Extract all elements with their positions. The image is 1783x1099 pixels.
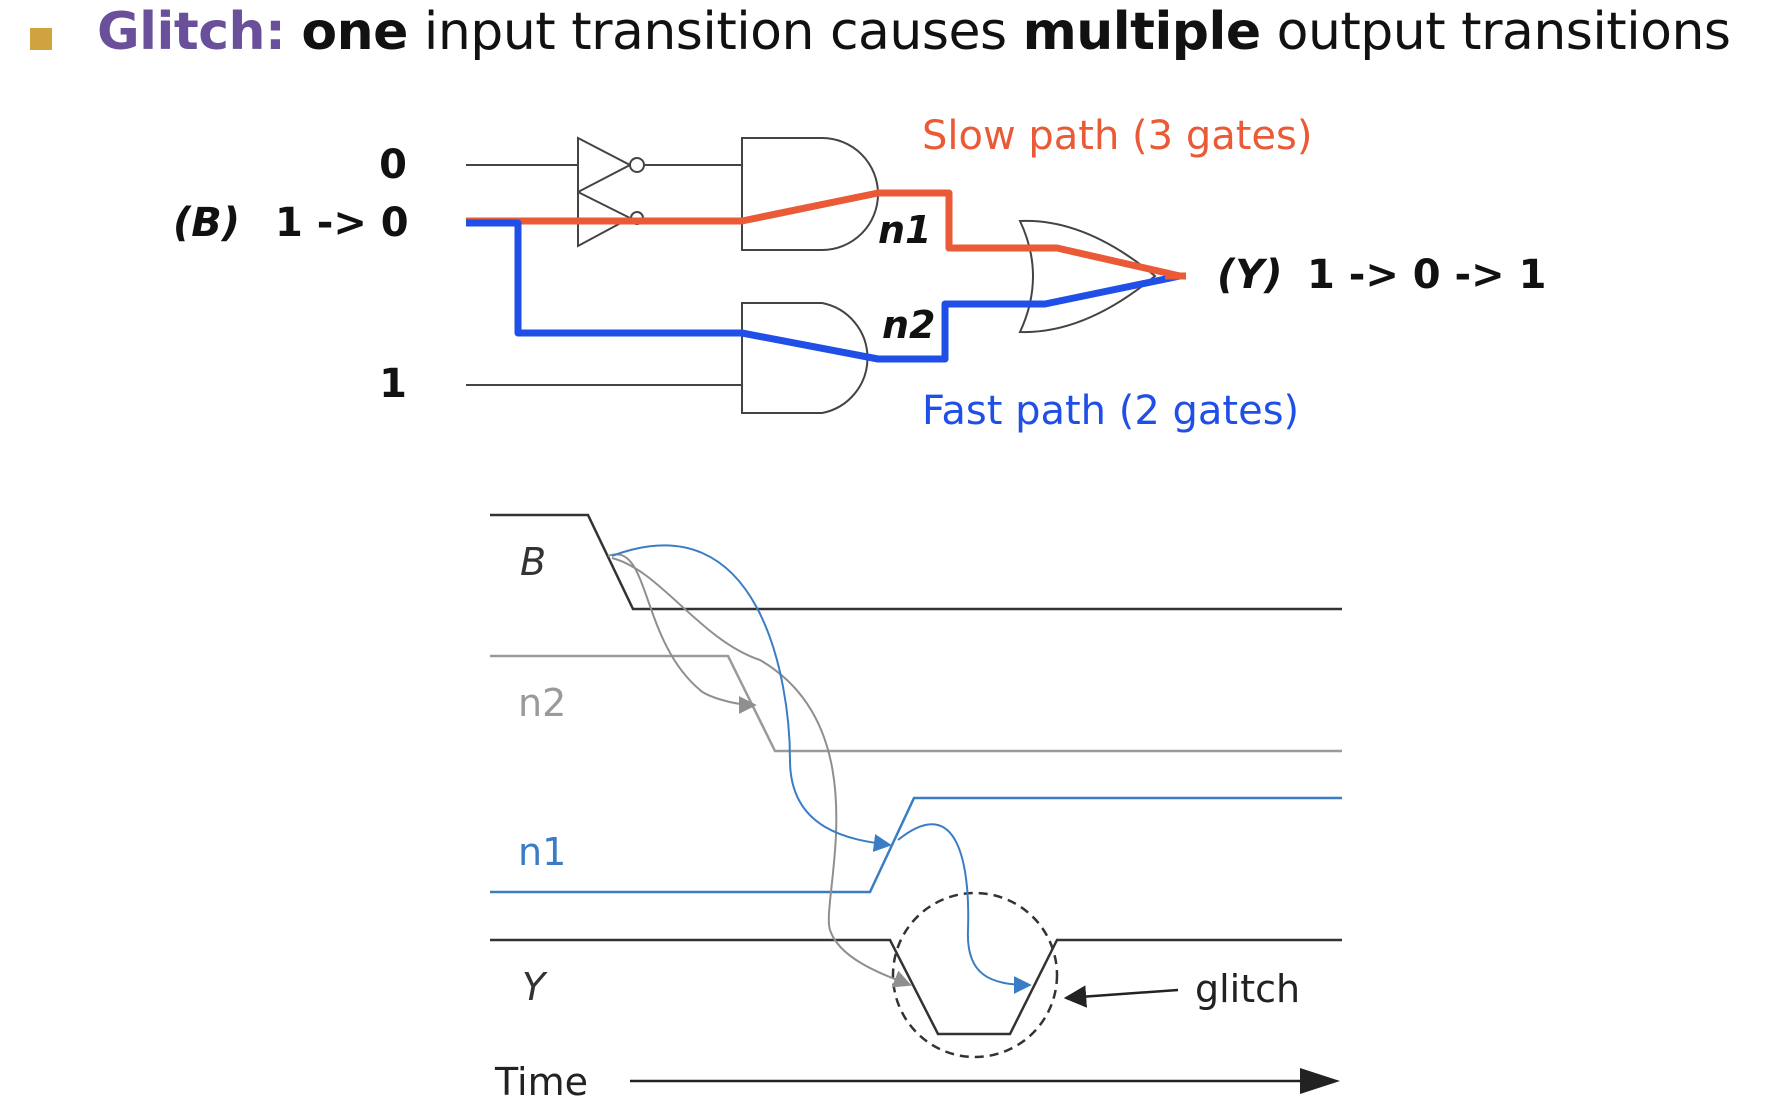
waveform-n2 [490, 654, 1342, 753]
signal-label-n1: n1 [518, 830, 566, 874]
fast-path-label: Fast path (2 gates) [922, 388, 1299, 434]
arrow-n2-to-y [611, 557, 912, 988]
title-emphasis-one: one [301, 2, 408, 62]
title-text-1: input transition causes [407, 2, 1023, 62]
signal-label-y: Y [522, 965, 548, 1009]
circuit-wires [466, 164, 742, 386]
bullet-icon [30, 28, 52, 50]
node-n2-label: n2 [882, 303, 936, 347]
glitch-label: glitch [1195, 967, 1300, 1011]
slide-title: Glitch: one input transition causes mult… [97, 0, 1731, 64]
and-gate-2 [741, 302, 869, 414]
arrow-b-to-n2 [607, 553, 757, 714]
time-label: Time [494, 1060, 588, 1099]
arrow-n1-to-y [897, 823, 1032, 994]
glitch-circle [891, 891, 1059, 1059]
and-gate-1 [741, 137, 879, 251]
input-bottom-value: 1 [379, 361, 407, 407]
input-top-value: 0 [379, 142, 407, 188]
slow-path-wire [466, 189, 1181, 280]
input-b-transition: 1 -> 0 [275, 200, 409, 246]
signal-label-b: B [520, 540, 546, 584]
arrow-b-to-n1 [611, 544, 892, 852]
not-gate [577, 136, 645, 248]
slow-path-label: Slow path (3 gates) [922, 113, 1312, 159]
signal-label-n2: n2 [518, 681, 566, 725]
timing-diagram: B n2 n1 Y glitch Time [490, 513, 1342, 1099]
node-n1-label: n1 [878, 208, 932, 252]
waveform-b [490, 513, 1342, 611]
circuit-diagram: 0 (B) 1 -> 0 1 n1 n2 (Y) 1 -> 0 -> 1 Slo… [173, 113, 1547, 434]
output-y-transition: 1 -> 0 -> 1 [1307, 252, 1546, 298]
title-keyword: Glitch: [97, 2, 286, 62]
title-emphasis-multiple: multiple [1022, 2, 1262, 62]
fast-path-wire [466, 219, 1181, 363]
glitch-pointer-arrow [1063, 985, 1179, 1008]
input-b-name: (B) [173, 200, 240, 246]
waveform-n1 [490, 796, 1342, 894]
or-gate [1018, 219, 1157, 334]
output-y-name: (Y) [1217, 252, 1283, 298]
title-text-2: output transitions [1260, 2, 1731, 62]
time-axis-arrowhead [1300, 1068, 1340, 1094]
waveform-y [490, 938, 1342, 1036]
